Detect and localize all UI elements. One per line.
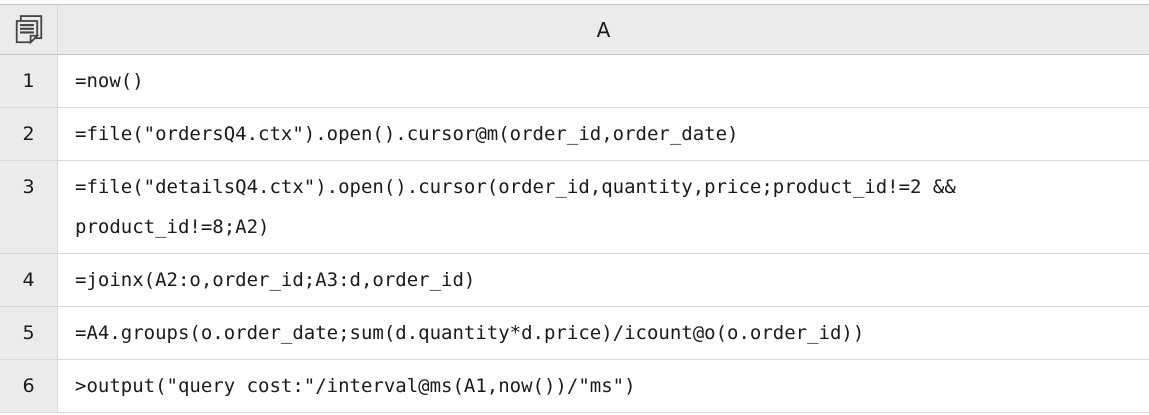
table-row: 6 >output("query cost:"/interval@ms(A1,n… [0,360,1149,413]
code-cell[interactable]: =now() [75,70,144,92]
code-cell[interactable]: =file("ordersQ4.ctx").open().cursor@m(or… [75,123,739,145]
code-cell[interactable]: >output("query cost:"/interval@ms(A1,now… [75,375,636,397]
code-cell[interactable]: =joinx(A2:o,order_id;A3:d,order_id) [75,269,476,291]
table-row: 2 =file("ordersQ4.ctx").open().cursor@m(… [0,108,1149,161]
select-all-corner-cell[interactable] [0,5,58,54]
row-number[interactable]: 1 [0,55,58,107]
code-cell[interactable]: =A4.groups(o.order_date;sum(d.quantity*d… [75,322,865,344]
row-number[interactable]: 2 [0,108,58,160]
column-header-a[interactable]: A [596,17,611,42]
table-row: 3 =file("detailsQ4.ctx").open().cursor(o… [0,161,1149,254]
table-row: 5 =A4.groups(o.order_date;sum(d.quantity… [0,307,1149,360]
row-number[interactable]: 6 [0,360,58,412]
row-number[interactable]: 5 [0,307,58,359]
row-number[interactable]: 3 [0,161,58,253]
spl-grid: A 1 =now() 2 =file("ordersQ4.ctx").open(… [0,4,1149,413]
copy-pages-icon [15,14,42,44]
grid-body: 1 =now() 2 =file("ordersQ4.ctx").open().… [0,55,1149,413]
table-row: 4 =joinx(A2:o,order_id;A3:d,order_id) [0,254,1149,307]
row-number[interactable]: 4 [0,254,58,306]
table-row: 1 =now() [0,55,1149,108]
code-cell[interactable]: =file("detailsQ4.ctx").open().cursor(ord… [75,176,968,238]
grid-header-row: A [0,5,1149,55]
